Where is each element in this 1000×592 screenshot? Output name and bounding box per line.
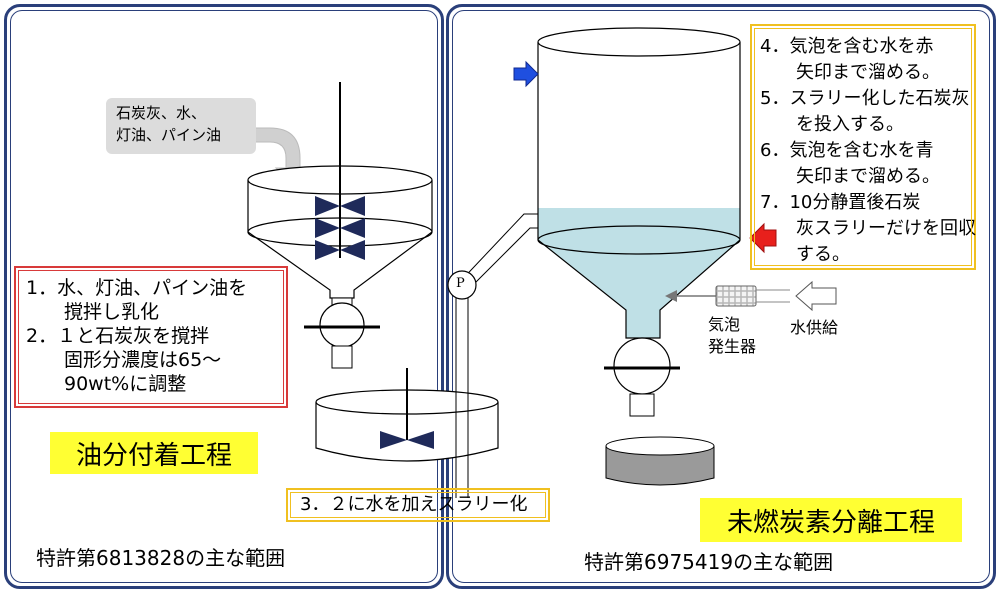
step-7-cont-a: 灰スラリーだけを回収 xyxy=(760,218,976,239)
step-4: 4．気泡を含む水を赤 xyxy=(760,36,934,57)
water-fill xyxy=(538,208,740,310)
step-5: 5．スラリー化した石炭灰 xyxy=(760,88,970,109)
collection-pan xyxy=(605,436,715,486)
patent-note-left: 特許第6813828の主な範囲 xyxy=(36,546,286,570)
bubble-generator-line1: 気泡 xyxy=(708,315,741,334)
separator-valve xyxy=(604,337,680,417)
pump-label: P xyxy=(456,276,465,291)
steps-box-right: 4．気泡を含む水を赤 矢印まで溜める。 5．スラリー化した石炭灰 を投入する。 … xyxy=(750,24,976,270)
step-4-cont: 矢印まで溜める。 xyxy=(760,62,940,83)
pump-circle xyxy=(447,270,477,300)
hopper-valve xyxy=(304,297,380,369)
bubble-generator xyxy=(715,285,757,307)
red-arrow-icon xyxy=(749,222,777,254)
step-2: 2．１と石炭灰を撹拌 xyxy=(26,325,210,347)
bubble-generator-label: 気泡 発生器 xyxy=(708,314,756,358)
steps-box-left: 1．水、灯油、パイン油を 撹拌し乳化 2．１と石炭灰を撹拌 固形分濃度は65～ … xyxy=(14,266,288,408)
blue-arrow-icon xyxy=(513,60,539,88)
patent-note-right: 特許第6975419の主な範囲 xyxy=(584,550,834,574)
slurry-step-box: 3．２に水を加えスラリー化 xyxy=(286,488,550,522)
impeller-blades xyxy=(315,196,365,260)
step-6: 6．気泡を含む水を青 xyxy=(760,140,934,161)
input-label-line2: 灯油、パイン油 xyxy=(116,126,222,144)
step-6-cont: 矢印まで溜める。 xyxy=(760,166,940,187)
bubble-generator-line2: 発生器 xyxy=(708,337,757,356)
water-supply-label: 水供給 xyxy=(790,318,839,337)
input-label-line1: 石炭灰、水、 xyxy=(116,104,207,122)
input-label: 石炭灰、水、 灯油、パイン油 xyxy=(106,98,256,154)
step-7-cont-b: する。 xyxy=(760,244,850,265)
step-7: 7．10分静置後石炭 xyxy=(760,192,921,213)
process-title-oil: 油分付着工程 xyxy=(50,432,258,474)
step-2-cont-a: 固形分濃度は65～ xyxy=(26,349,222,371)
step-1-cont: 撹拌し乳化 xyxy=(26,301,160,323)
step-5-cont: を投入する。 xyxy=(760,114,904,135)
transfer-pipe xyxy=(455,213,540,498)
step-2-cont-b: 90wt%に調整 xyxy=(26,373,187,395)
step-1: 1．水、灯油、パイン油を xyxy=(26,277,248,299)
process-title-carbon: 未燃炭素分離工程 xyxy=(700,498,962,542)
water-supply-arrow xyxy=(795,280,837,312)
